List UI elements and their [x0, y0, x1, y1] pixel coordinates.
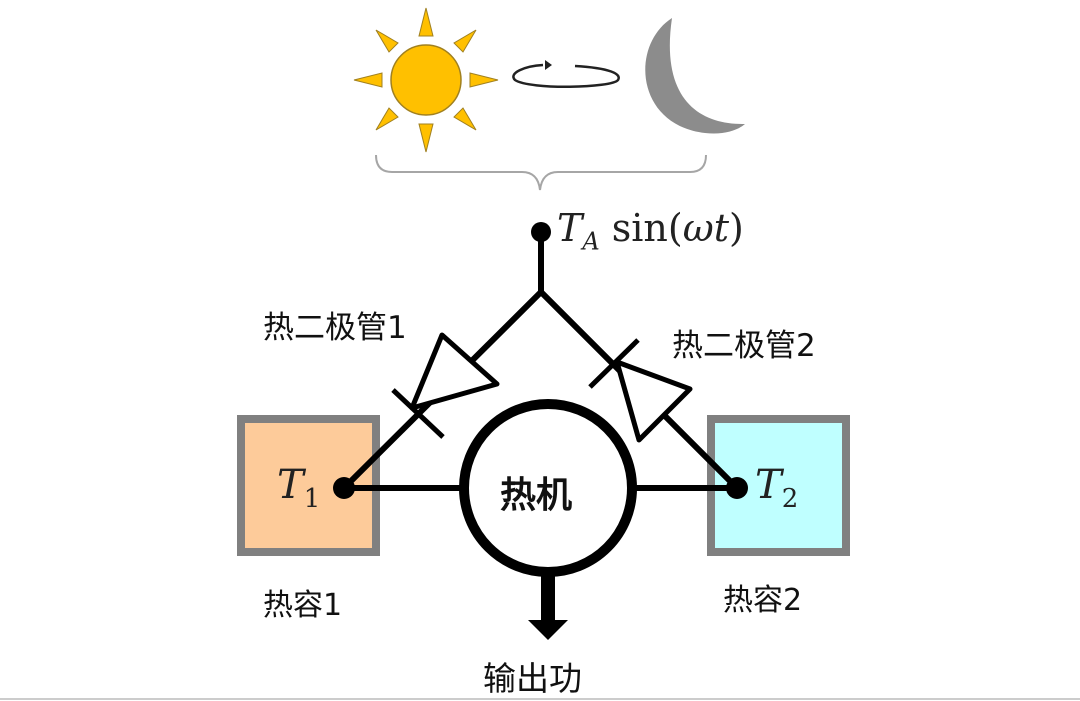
cycle-arrow-icon	[512, 60, 620, 89]
formula-sub: A	[582, 227, 600, 256]
t2-node	[726, 477, 748, 499]
sun-icon	[353, 7, 499, 153]
ambient-temperature-formula: TA sin(ωt)	[557, 206, 744, 256]
moon-icon	[645, 18, 745, 134]
thermal-diode-2-label: 热二极管2	[672, 328, 816, 364]
t2-sub: 2	[781, 484, 799, 514]
t1-label: T1	[277, 462, 320, 514]
thermal-diode-1-icon	[391, 332, 500, 439]
heat-engine-label: 热机	[500, 475, 573, 516]
formula-func: sin(	[599, 206, 683, 250]
formula-close: )	[729, 206, 744, 250]
thermal-diode-2-icon	[588, 338, 693, 443]
thermal-diode-1-label: 热二极管1	[263, 310, 407, 346]
heat-capacitor-2-label: 热容2	[723, 583, 803, 618]
heat-capacitor-1-label: 热容1	[263, 588, 343, 623]
output-arrow-icon	[528, 570, 568, 640]
output-work-label: 输出功	[483, 659, 582, 698]
t1-var: T	[277, 462, 304, 508]
t2-var: T	[755, 462, 782, 508]
formula-arg: ωt	[682, 206, 730, 250]
t1-node	[333, 477, 355, 499]
t2-label: T2	[755, 462, 798, 514]
bottom-divider	[0, 698, 1080, 700]
ambient-node	[531, 222, 551, 242]
brace-icon	[375, 154, 707, 191]
formula-var: T	[557, 206, 583, 250]
t1-sub: 1	[303, 484, 321, 514]
